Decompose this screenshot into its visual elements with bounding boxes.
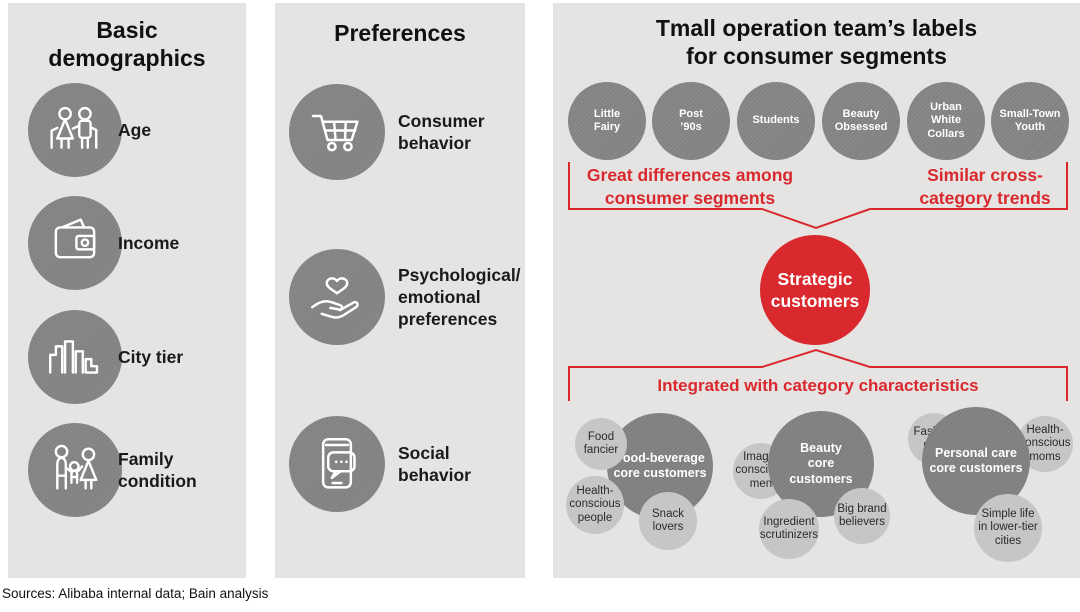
callout-great-differences: Great differences among consumer segment… bbox=[586, 165, 794, 208]
label-family-condition: Family condition bbox=[118, 449, 197, 491]
satellite-big-brand-believers: Big brand believers bbox=[834, 488, 890, 544]
panel-preferences: Preferences Consumer behavior Psychologi… bbox=[275, 3, 525, 578]
satellite-ingredient-scrutinizers: Ingredient scrutinizers bbox=[759, 499, 819, 559]
city-tier-circle bbox=[28, 310, 122, 404]
satellite-food-fancier: Food fancier bbox=[575, 418, 627, 470]
phone-chat-icon bbox=[321, 437, 356, 489]
hand-heart-icon bbox=[310, 277, 359, 319]
label-city-tier: City tier bbox=[118, 347, 184, 367]
social-behavior-circle bbox=[289, 416, 385, 512]
label-psychological-preferences: Psychological/ emotional preferences bbox=[398, 265, 521, 329]
integration-heading: Integrated with category characteristics bbox=[657, 376, 979, 395]
segment-circle-post-90s: Post ’90s bbox=[652, 82, 730, 160]
tmall-title: Tmall operation team’s labels for consum… bbox=[655, 15, 978, 69]
segment-circle-students: Students bbox=[737, 82, 815, 160]
elderly-couple-icon bbox=[50, 106, 98, 149]
segment-circle-small-town-youth: Small-Town Youth bbox=[991, 82, 1069, 160]
source-note: Sources: Alibaba internal data; Bain ana… bbox=[2, 586, 269, 601]
family-circle bbox=[28, 423, 122, 517]
satellite-health-conscious-people: Health- conscious people bbox=[566, 476, 624, 534]
segment-circle-beauty-obsessed: Beauty Obsessed bbox=[822, 82, 900, 160]
label-age: Age bbox=[118, 120, 152, 140]
label-income: Income bbox=[118, 233, 180, 253]
satellite-snack-lovers: Snack lovers bbox=[639, 492, 697, 550]
label-social-behavior: Social behavior bbox=[398, 443, 471, 485]
segment-circle-little-fairy: Little Fairy bbox=[568, 82, 646, 160]
wallet-icon bbox=[54, 218, 96, 259]
bracket-bottom bbox=[568, 348, 1068, 401]
consumer-behavior-circle bbox=[289, 84, 385, 180]
callout-similar-trends: Similar cross- category trends bbox=[919, 165, 1051, 208]
strategic-customers-circle: Strategic customers bbox=[760, 235, 870, 345]
label-consumer-behavior: Consumer behavior bbox=[398, 111, 485, 153]
city-skyline-icon bbox=[49, 340, 99, 374]
psychological-circle bbox=[289, 249, 385, 345]
age-circle bbox=[28, 83, 122, 177]
shopping-cart-icon bbox=[311, 114, 359, 152]
satellite-simple-life: Simple life in lower-tier cities bbox=[974, 494, 1042, 562]
income-circle bbox=[28, 196, 122, 290]
panel-demographics: Basic demographics Age Inco bbox=[8, 3, 246, 578]
segment-circle-urban-white-collars: Urban White Collars bbox=[907, 82, 985, 160]
bracket-top bbox=[568, 162, 1068, 230]
preferences-title: Preferences bbox=[334, 20, 466, 46]
demographics-title: Basic demographics bbox=[48, 17, 206, 71]
family-icon bbox=[54, 444, 98, 490]
